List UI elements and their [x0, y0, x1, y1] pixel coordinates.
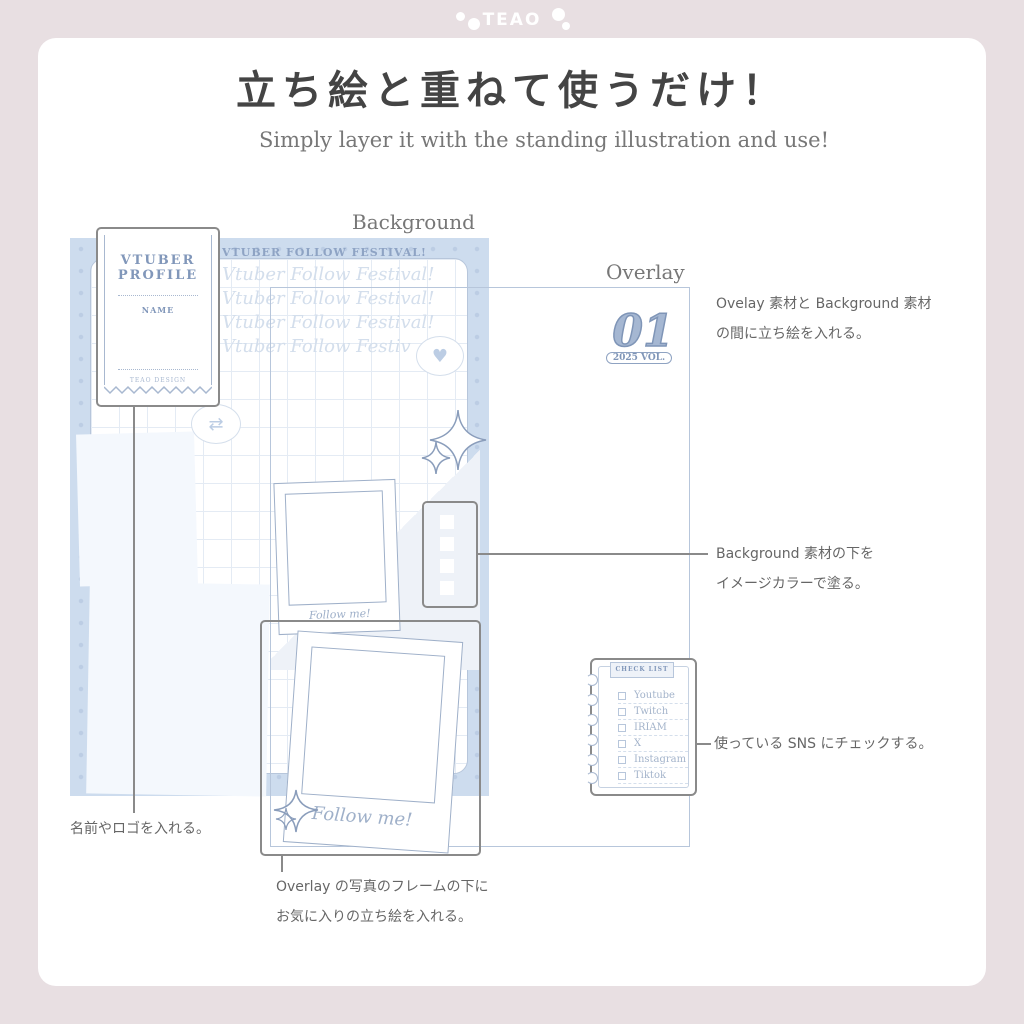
photo-area	[284, 490, 387, 606]
leader-line	[697, 743, 711, 745]
checklist-item[interactable]: X	[618, 736, 688, 752]
swatch	[440, 515, 454, 529]
checkbox-icon[interactable]	[618, 755, 626, 764]
profile-design: TEAO DESIGN	[129, 377, 187, 384]
swatch	[440, 537, 454, 551]
checkbox-icon[interactable]	[618, 707, 626, 716]
checklist-title: CHECK LIST	[610, 662, 674, 678]
logo-dot	[468, 18, 480, 30]
note-line: Background 素材の下を	[716, 546, 874, 562]
note-sns-check: 使っている SNS にチェックする。	[714, 736, 933, 752]
script-text: Vtuber Follow Festival!	[222, 288, 435, 309]
note-line: Ovelay 素材と Background 素材	[716, 296, 932, 312]
checkbox-icon[interactable]	[618, 771, 626, 780]
page-title: 立ち絵と重ねて使うだけ！	[236, 68, 788, 114]
script-text: Vtuber Follow Festiv	[222, 336, 411, 357]
profile-title-line: VTUBER	[120, 253, 196, 268]
page-subtitle: Simply layer it with the standing illust…	[258, 128, 830, 152]
zigzag-edge	[104, 385, 212, 395]
logo-dot	[456, 12, 465, 21]
paper-sheet	[86, 581, 270, 797]
note-line: の間に立ち絵を入れる。	[716, 326, 870, 342]
binder-ring	[586, 674, 598, 686]
note-overlay-between: Ovelay 素材と Background 素材 の間に立ち絵を入れる。	[716, 289, 932, 349]
profile-title: VTUBER PROFILE	[98, 253, 218, 283]
checklist-item[interactable]: IRIAM	[618, 720, 688, 736]
swatch-callout-box	[422, 501, 478, 608]
checklist-item[interactable]: Youtube	[618, 688, 688, 704]
note-photo-frame: Overlay の写真のフレームの下に お気に入りの立ち絵を入れる。	[276, 872, 488, 932]
back-polaroid: Follow me!	[273, 478, 401, 636]
logo-dot	[562, 22, 570, 30]
brand-logo: TEAO	[452, 6, 572, 34]
leader-line	[133, 407, 135, 813]
checklist-item-label: IRIAM	[634, 722, 667, 733]
note-line: お気に入りの立ち絵を入れる。	[276, 909, 472, 925]
leader-line	[281, 856, 283, 872]
checklist-item[interactable]: Tiktok	[618, 768, 688, 784]
background-label: Background	[352, 210, 475, 234]
profile-ticket	[104, 235, 212, 385]
dotted-divider	[118, 369, 198, 370]
checkbox-icon[interactable]	[618, 723, 626, 732]
logo-dot	[552, 8, 565, 21]
checklist-item[interactable]: Twitch	[618, 704, 688, 720]
color-swatch-strip	[424, 503, 476, 607]
checklist-item[interactable]: Instagram	[618, 752, 688, 768]
checklist-item-label: Tiktok	[634, 770, 667, 781]
heart-bubble: ♥	[416, 336, 464, 376]
swatch	[440, 559, 454, 573]
photo-frame-callout-box	[260, 620, 481, 856]
leader-line	[478, 553, 708, 555]
paper-sheet	[76, 431, 198, 587]
sparkle-icon	[273, 789, 319, 833]
binder-ring	[586, 694, 598, 706]
binder-ring	[586, 734, 598, 746]
binder-ring	[586, 754, 598, 766]
dotted-divider	[118, 295, 198, 296]
note-background-color: Background 素材の下を イメージカラーで塗る。	[716, 539, 874, 599]
profile-card: VTUBER PROFILE NAME TEAO DESIGN	[96, 227, 220, 407]
profile-name: NAME	[141, 305, 175, 315]
script-text: Vtuber Follow Festival!	[222, 312, 435, 333]
note-line: イメージカラーで塗る。	[716, 576, 869, 592]
brand-name: TEAO	[482, 10, 542, 30]
sparkle-icon	[421, 409, 487, 475]
checklist-item-label: Instagram	[634, 754, 687, 765]
note-line: Overlay の写真のフレームの下に	[276, 879, 489, 895]
retweet-bubble: ⇄	[191, 404, 241, 444]
checkbox-icon[interactable]	[618, 691, 626, 700]
sns-checklist: CHECK LIST Youtube Twitch IRIAM X Instag…	[586, 658, 697, 796]
overlay-label: Overlay	[606, 260, 685, 284]
vol-text: 2025 VOL.	[606, 352, 672, 364]
binder-ring	[586, 772, 598, 784]
checkbox-icon[interactable]	[618, 739, 626, 748]
heart-icon: ♥	[431, 345, 449, 367]
swatch	[440, 581, 454, 595]
retweet-icon: ⇄	[208, 413, 224, 435]
vol-badge: 01 2025 VOL.	[602, 305, 684, 370]
checklist-item-label: Youtube	[634, 690, 675, 701]
script-text: Vtuber Follow Festival!	[222, 264, 435, 285]
checklist-item-label: Twitch	[634, 706, 669, 717]
checklist-item-label: X	[634, 738, 642, 749]
vol-number: 01	[612, 305, 675, 358]
festival-headline: VTUBER FOLLOW FESTIVAL!	[222, 246, 427, 259]
note-name-logo: 名前やロゴを入れる。	[70, 821, 210, 837]
profile-title-line: PROFILE	[117, 268, 199, 283]
binder-ring	[586, 714, 598, 726]
